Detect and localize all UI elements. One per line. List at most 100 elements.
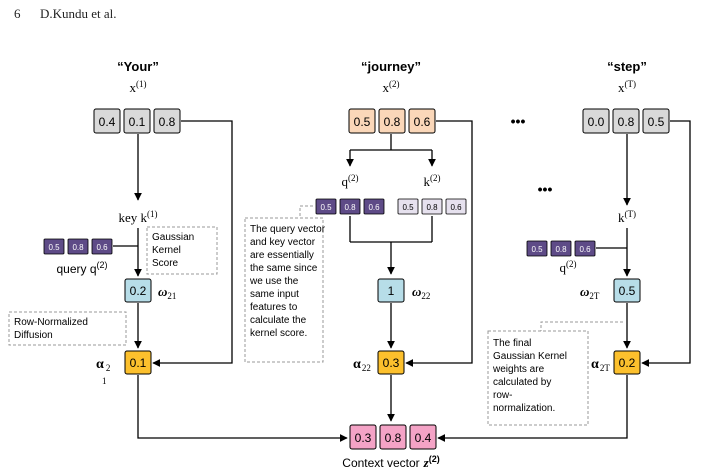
- input-vector-1-cell: [93, 108, 121, 134]
- query-vector-right-cell: [526, 240, 548, 257]
- page-number: 6: [14, 6, 21, 21]
- key-vector-middle-value: 0.6: [450, 203, 462, 212]
- input-vector-2-cell: [408, 108, 436, 134]
- omega-21-value: 0.2: [130, 284, 147, 298]
- context-vector-value: 0.3: [355, 431, 372, 445]
- query-vector-left-cell: [43, 238, 65, 255]
- omega-21-box: [124, 278, 152, 303]
- input-vector-1-cell: [153, 108, 181, 134]
- ellipsis-top: •••: [511, 113, 526, 129]
- alpha-2t-value: 0.2: [619, 356, 636, 370]
- input-vector-2: 0.5 0.8 0.6: [348, 108, 436, 134]
- context-vector: 0.3 0.8 0.4: [349, 424, 437, 450]
- running-title: D.Kundu et al.: [40, 6, 117, 21]
- qk-same-note: [244, 217, 324, 363]
- context-vector-value: 0.8: [385, 431, 402, 445]
- key-vector-middle-value: 0.5: [402, 203, 414, 212]
- alpha-2t-label: α2T: [591, 357, 610, 373]
- token-x-label-3: x(T): [618, 79, 636, 95]
- input-vector-2-cell: [348, 108, 376, 134]
- query-vector-left-cell: [91, 238, 113, 255]
- query-vector-right-value: 0.6: [579, 245, 591, 254]
- query-vector-middle-cell: [339, 198, 361, 215]
- omega-22-box: [377, 278, 405, 303]
- context-vector-cell: [409, 424, 437, 450]
- token-x-label-2: x(2): [383, 79, 400, 95]
- note-leader-right: [540, 321, 623, 331]
- query-vector-left-value: 0.8: [72, 243, 84, 252]
- alpha-2t-box: [613, 350, 641, 375]
- context-vector-cell: [349, 424, 377, 450]
- key-vector-middle-cell: [397, 198, 419, 215]
- token-word-2: “journey”: [361, 59, 421, 74]
- query-vector-middle-value: 0.5: [320, 203, 332, 212]
- omega-21-label: ω21: [158, 284, 176, 301]
- query-vector-left-value: 0.6: [96, 243, 108, 252]
- k2-label: k(2): [424, 173, 441, 189]
- alpha-21-sub: 1: [102, 376, 107, 386]
- input-vector-3-cell: [612, 108, 640, 134]
- omega-22-label: ω22: [412, 284, 430, 301]
- query-label-left: query q(2): [56, 260, 107, 276]
- omega-2t-value: 0.5: [619, 284, 636, 298]
- input-vector-1-cell: [123, 108, 151, 134]
- input-vector-3-value: 0.0: [588, 115, 605, 129]
- context-vector-value: 0.4: [415, 431, 432, 445]
- query-vector-middle-value: 0.6: [368, 203, 380, 212]
- qk-same-note-text: The query vector and key vector are esse…: [249, 224, 328, 339]
- note-leader-middle: [299, 205, 313, 218]
- alpha-21-value: 0.1: [130, 356, 147, 370]
- running-header: 6 D.Kundu et al.: [14, 6, 117, 22]
- input-vector-1-value: 0.1: [129, 115, 146, 129]
- kernel-score-note-text: Gaussian Kernel Score: [152, 232, 197, 269]
- input-vector-3-cell: [642, 108, 670, 134]
- input-vector-2-value: 0.8: [384, 115, 401, 129]
- arrow-alpha-2t-to-context: [437, 375, 628, 442]
- input-vector-3-cell: [582, 108, 610, 134]
- key-vector-middle: 0.5 0.8 0.6: [397, 198, 467, 215]
- alpha-21-box: [124, 350, 152, 375]
- context-vector-cell: [379, 424, 407, 450]
- input-vector-3-value: 0.5: [648, 115, 665, 129]
- final-kernel-note: [487, 330, 589, 426]
- query-vector-right-value: 0.5: [531, 245, 543, 254]
- query-vector-right-cell: [550, 240, 572, 257]
- token-word-1: “Your”: [117, 59, 159, 74]
- omega-22-value: 1: [388, 284, 395, 298]
- query-vector-left-value: 0.5: [48, 243, 60, 252]
- input-vector-3-value: 0.8: [618, 115, 635, 129]
- query-vector-right-value: 0.8: [555, 245, 567, 254]
- input-vector-1: 0.4 0.1 0.8: [93, 108, 181, 134]
- query-vector-left-cell: [67, 238, 89, 255]
- key-vector-middle-value: 0.8: [426, 203, 438, 212]
- key-label-1: key k(1): [118, 209, 157, 225]
- query-vector-middle-cell: [363, 198, 385, 215]
- query-vector-right: 0.5 0.8 0.6: [526, 240, 596, 257]
- kernel-score-note: [146, 226, 218, 275]
- arrow-x2-to-alpha-22: [405, 120, 473, 367]
- arrow-x3-to-alpha-2t: [641, 120, 691, 367]
- input-vector-3: 0.0 0.8 0.5: [582, 108, 670, 134]
- token-word-3: “step”: [607, 59, 647, 74]
- token-x-label-1: x(1): [130, 79, 147, 95]
- input-vector-1-value: 0.8: [159, 115, 176, 129]
- final-kernel-note-text: The final Gaussian Kernel weights are ca…: [492, 338, 570, 414]
- query-label-right: q(2): [560, 259, 577, 275]
- query-vector-left: 0.5 0.8 0.6: [43, 238, 113, 255]
- query-vector-middle-value: 0.8: [344, 203, 356, 212]
- query-vector-middle: 0.5 0.8 0.6: [315, 198, 385, 215]
- omega-2t-label: ω2T: [580, 284, 600, 301]
- alpha-22-value: 0.3: [383, 356, 400, 370]
- row-normalized-diffusion-note-text: Row-Normalized Diffusion: [14, 317, 91, 341]
- alpha-22-box: [377, 350, 405, 375]
- key-label-3: k(T): [618, 209, 636, 225]
- input-vector-1-value: 0.4: [99, 115, 116, 129]
- key-vector-middle-cell: [421, 198, 443, 215]
- key-vector-middle-cell: [445, 198, 467, 215]
- query-vector-right-cell: [574, 240, 596, 257]
- arrow-alpha-21-to-context: [137, 375, 348, 442]
- omega-2t-box: [613, 278, 641, 303]
